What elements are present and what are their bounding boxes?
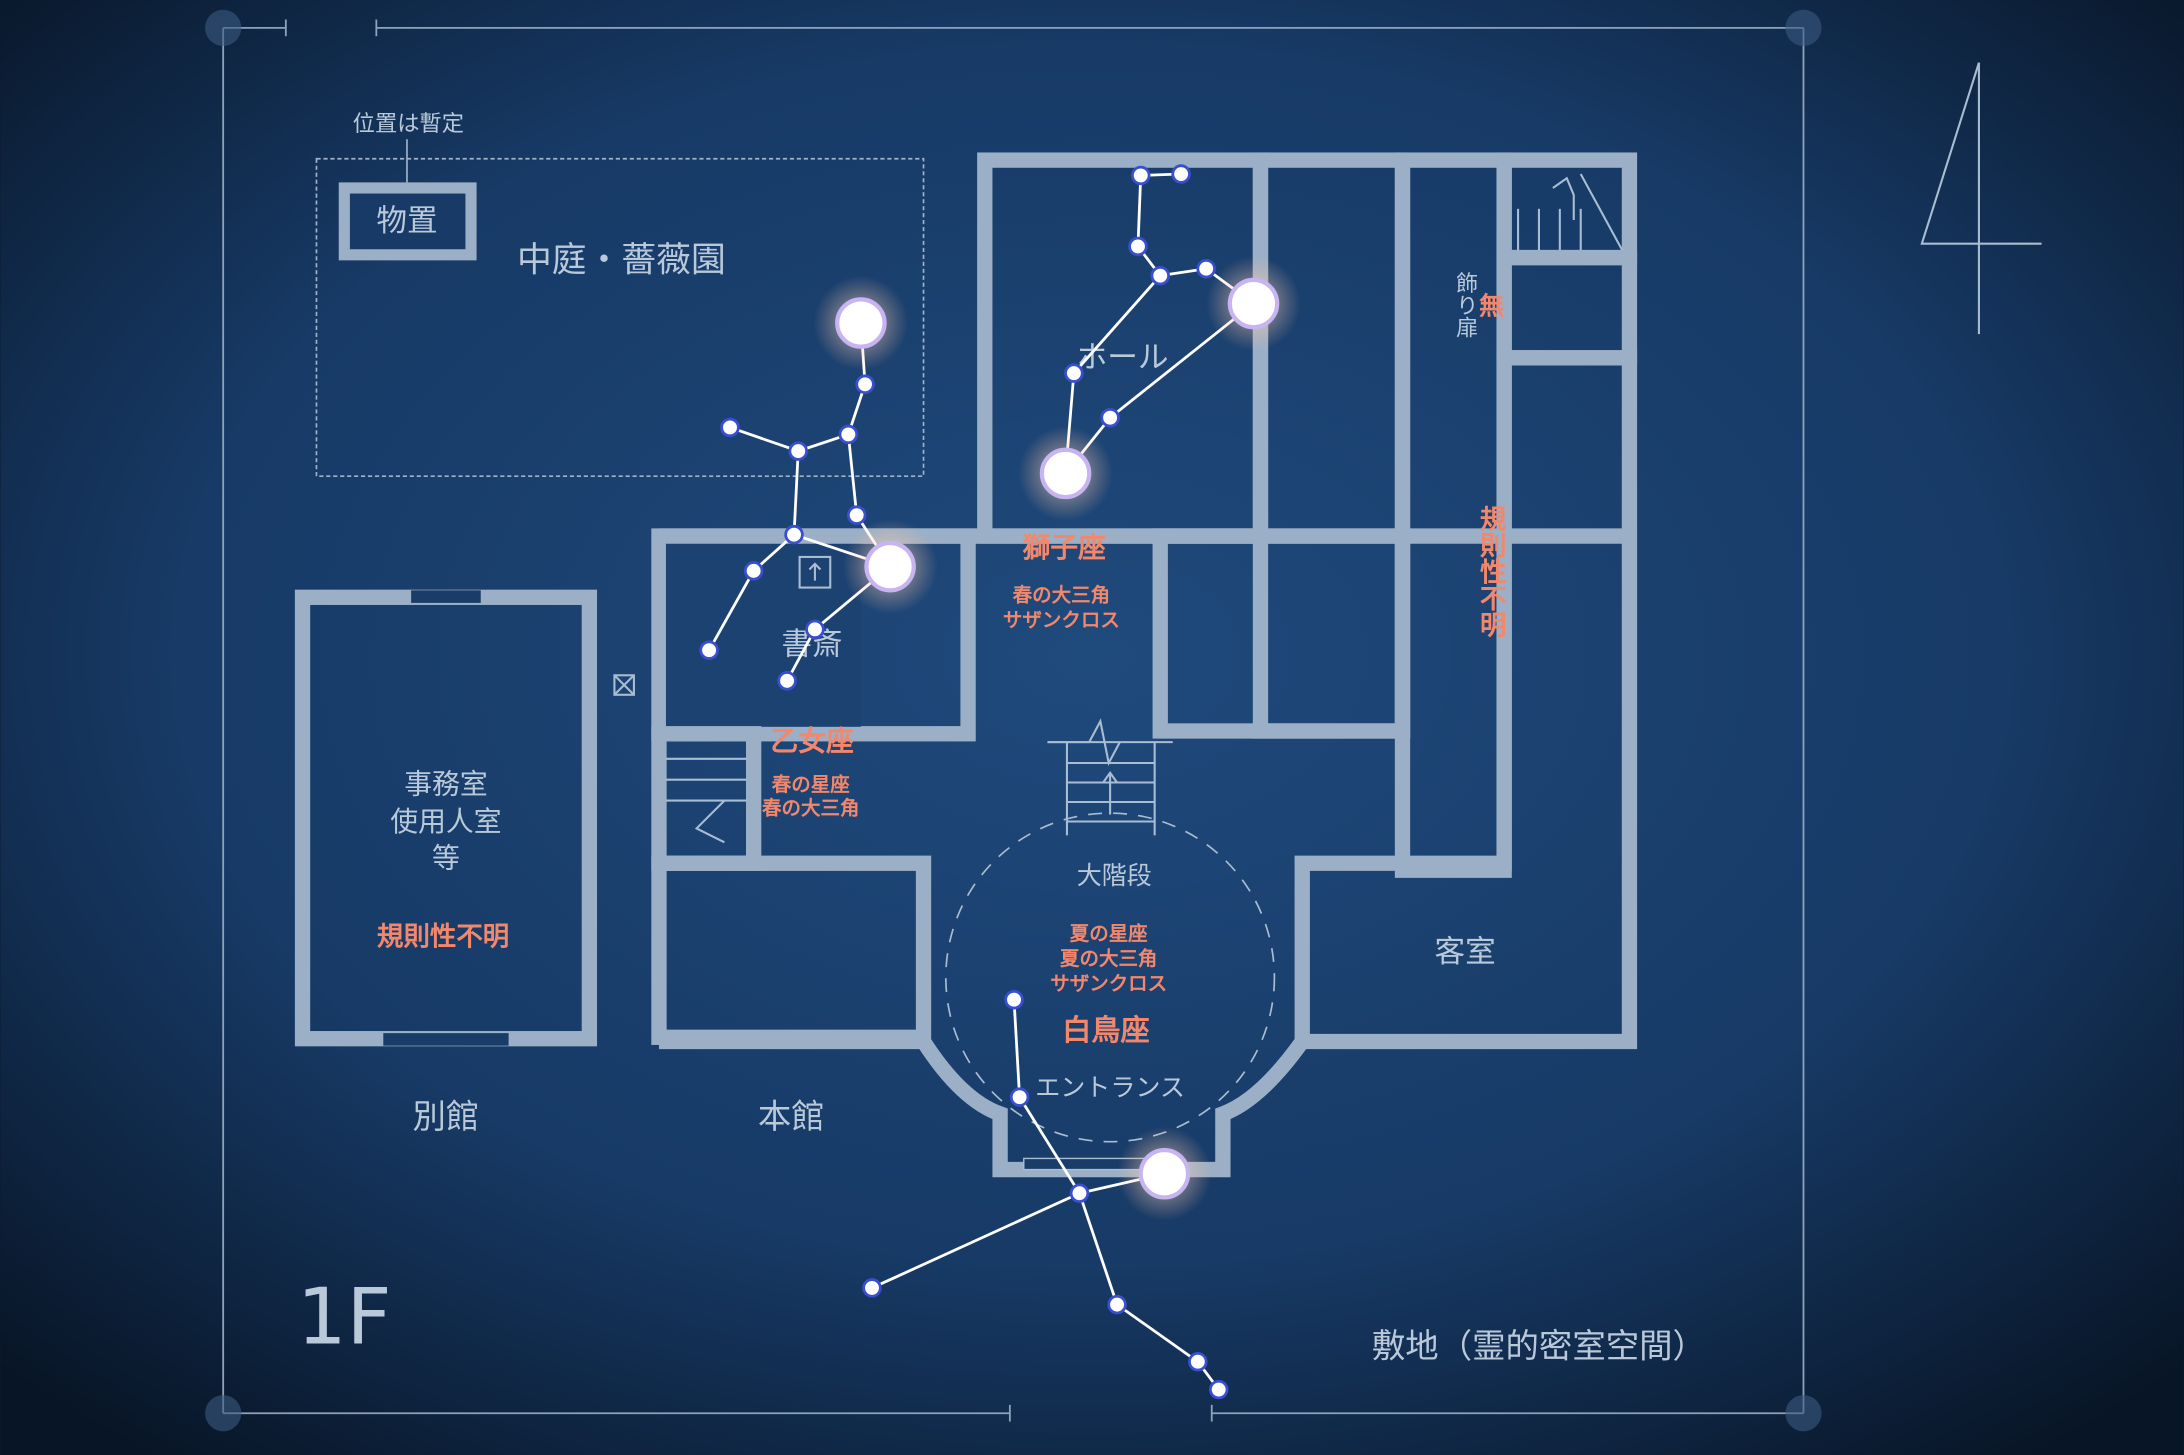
virgo-note-2: 春の大三角 <box>762 797 859 820</box>
annex-label: 別館 <box>413 1097 480 1136</box>
leo-bright-star <box>1039 447 1092 500</box>
tentative-position-label: 位置は暫定 <box>353 111 464 137</box>
virgo-note-1: 春の星座 <box>772 773 850 796</box>
virgo-star <box>846 505 867 525</box>
virgo-line <box>729 426 799 453</box>
north-marker-icon <box>1920 62 2042 335</box>
office-label-3: 等 <box>432 841 460 874</box>
cygnus-star <box>1009 1087 1030 1107</box>
virgo-star <box>855 374 875 395</box>
virgo-star <box>720 417 740 438</box>
irregular-right-label: 規則性不明 <box>1475 505 1506 638</box>
cygnus-star <box>862 1278 882 1298</box>
leo-star <box>1128 236 1148 257</box>
virgo-line <box>707 570 755 651</box>
grand-stairs-circle <box>944 812 1276 1143</box>
up-arrow-icon <box>798 555 832 589</box>
leo-note-1: 春の大三角 <box>1013 583 1110 606</box>
leo-star <box>1150 265 1170 286</box>
virgo-line <box>792 451 800 535</box>
cygnus-line <box>1012 999 1021 1098</box>
site-label: 敷地（霊的密室空間） <box>1372 1327 1706 1366</box>
virgo-line <box>846 434 859 516</box>
entrance-label: エントランス <box>1035 1073 1185 1102</box>
constellations <box>699 164 1301 1400</box>
none-label: 無 <box>1476 291 1505 318</box>
cygnus-star <box>1069 1183 1090 1203</box>
storage-room <box>338 182 477 261</box>
virgo-star <box>788 441 808 461</box>
cygnus-line <box>1116 1303 1199 1363</box>
guest-room-label: 客室 <box>1435 935 1496 970</box>
grand-stairs-label: 大階段 <box>1077 861 1152 890</box>
virgo-bright-star <box>835 297 887 349</box>
cygnus-star <box>1208 1379 1229 1400</box>
leo-star <box>1100 407 1120 428</box>
leo-note-2: サザンクロス <box>1003 609 1120 632</box>
virgo-star <box>784 524 804 545</box>
passage-marker-icon <box>613 674 635 696</box>
grand-stairs-icon <box>1047 718 1173 836</box>
hall-label: ホール <box>1077 341 1169 376</box>
floor-label: 1F <box>297 1273 391 1363</box>
cygnus-bright-star <box>1138 1147 1191 1200</box>
cygnus-line <box>871 1191 1081 1290</box>
virgo-label: 乙女座 <box>770 724 854 757</box>
site-frame <box>222 19 1805 1422</box>
leo-label: 獅子座 <box>1022 531 1106 564</box>
cygnus-star <box>1107 1294 1127 1315</box>
office-label-2: 使用人室 <box>390 805 501 838</box>
cygnus-line <box>1018 1096 1081 1194</box>
leo-bright-star <box>1227 277 1280 330</box>
frame-corners <box>205 9 1822 1432</box>
courtyard-label: 中庭・薔薇園 <box>517 241 726 281</box>
virgo-star <box>838 424 859 445</box>
leo-star <box>1064 363 1084 383</box>
virgo-line <box>785 628 817 682</box>
cygnus-note-3: サザンクロス <box>1050 972 1167 995</box>
cygnus-label: 白鳥座 <box>1062 1013 1150 1047</box>
cygnus-star <box>1188 1351 1208 1372</box>
virgo-star <box>743 561 764 581</box>
virgo-star <box>805 619 825 640</box>
leo-star <box>1130 165 1151 186</box>
cygnus-note-2: 夏の大三角 <box>1060 947 1157 970</box>
leo-line <box>1072 274 1162 375</box>
cygnus-line <box>1078 1192 1119 1306</box>
leo-star <box>1171 164 1191 184</box>
virgo-bright-star <box>864 540 916 593</box>
cygnus-note-1: 夏の星座 <box>1070 922 1148 945</box>
cygnus-star <box>1004 989 1024 1010</box>
guest-room <box>1294 350 1638 1050</box>
decorative-door-label: 飾り扉 <box>1452 271 1478 339</box>
virgo-star <box>777 671 797 691</box>
small-stairs <box>651 726 762 871</box>
leo-star <box>1196 258 1216 279</box>
storage-label: 物置 <box>376 204 437 239</box>
irregular-annex-label: 規則性不明 <box>377 921 509 952</box>
leo-line <box>1136 175 1143 247</box>
main-building-label: 本館 <box>758 1097 825 1136</box>
virgo-star <box>699 640 719 660</box>
office-label-1: 事務室 <box>404 768 488 801</box>
